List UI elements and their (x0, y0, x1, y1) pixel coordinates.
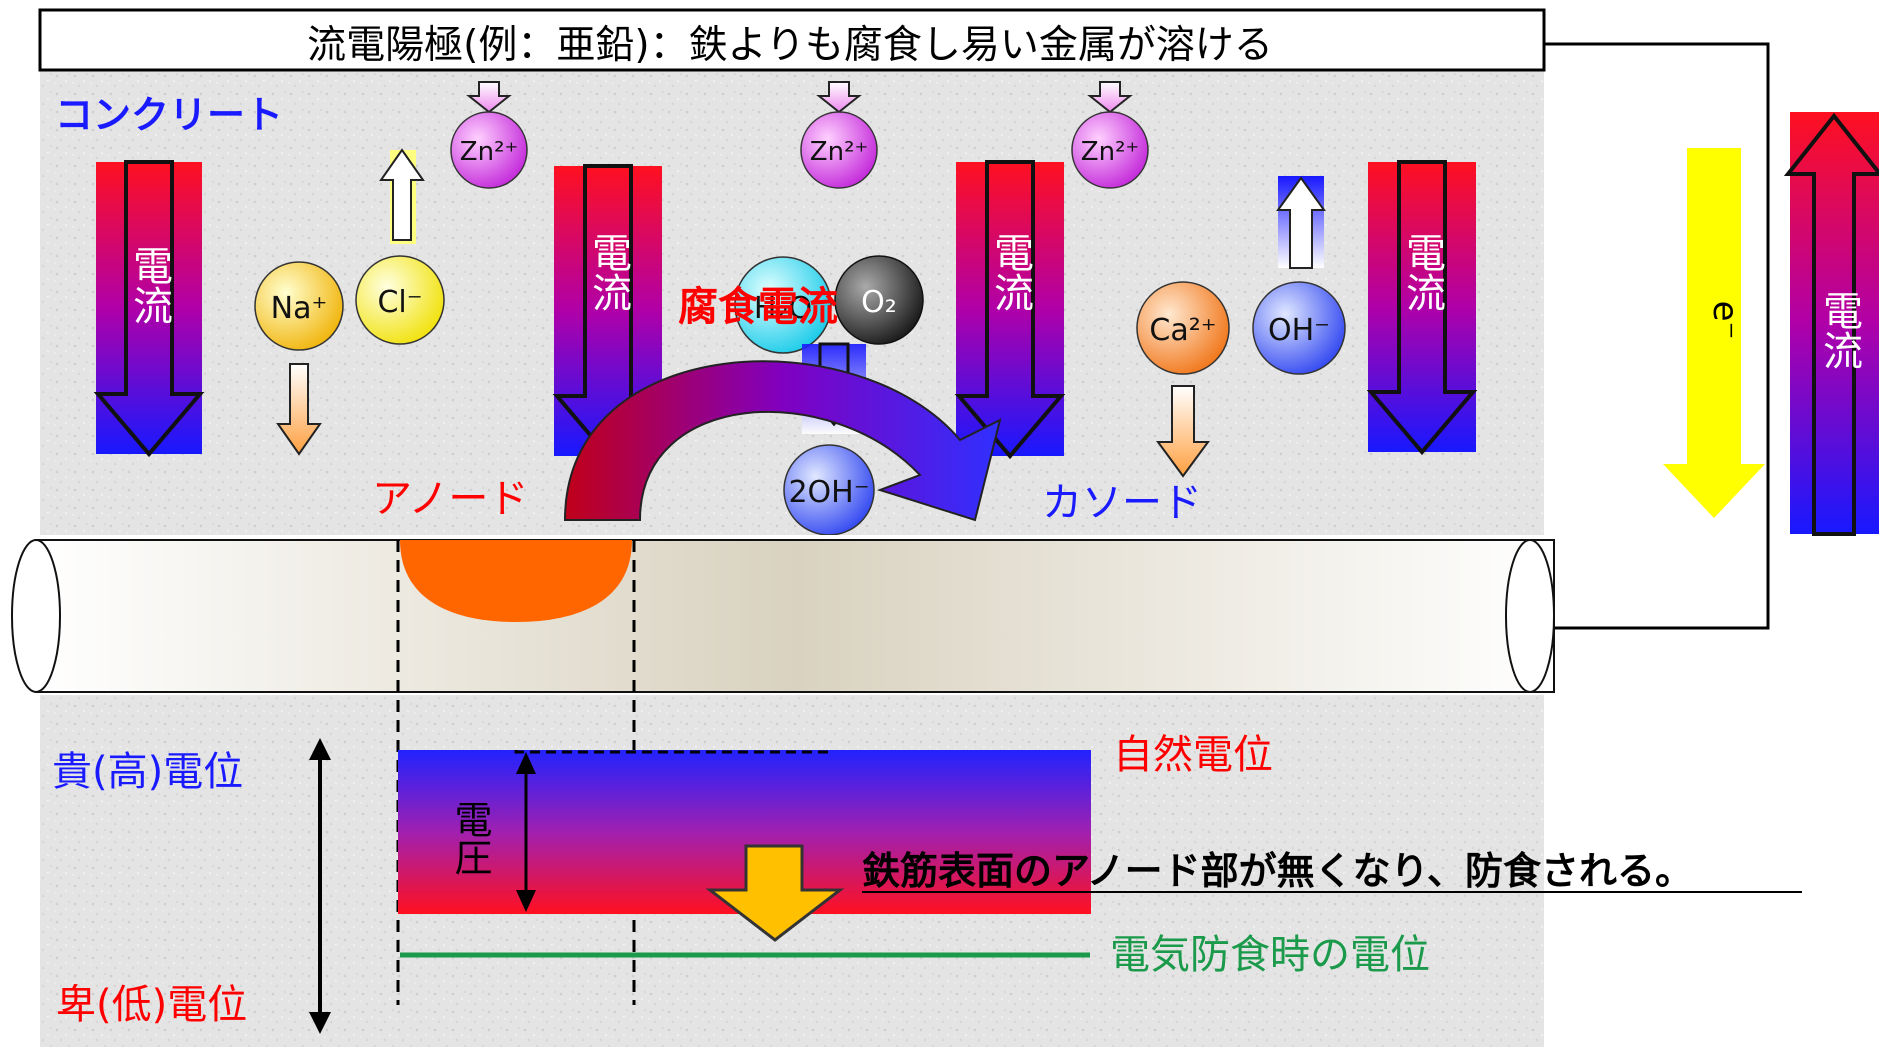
conclusion-text: 鉄筋表面のアノード部が無くなり、防食される。 (862, 849, 1693, 893)
svg-text:Cl⁻: Cl⁻ (377, 285, 422, 320)
anode-label: アノード (372, 476, 528, 522)
noble-potential-label: 貴(高)電位 (52, 749, 243, 795)
current-label-2: 電流 (585, 232, 631, 312)
corrosion-current-label: 腐食電流 (678, 284, 838, 330)
zn-ion-2: Zn²⁺ (800, 81, 878, 189)
zn-ion-1: Zn²⁺ (450, 81, 528, 189)
current-arrow-2: 電流 (552, 164, 664, 460)
protection-potential-label: 電気防食時の電位 (1110, 932, 1430, 978)
oh-ion: OH⁻ (1252, 176, 1346, 375)
potential-axis-arrow (309, 738, 331, 1034)
potential-shift-arrow (705, 844, 845, 942)
na-ion: Na⁺ (254, 261, 344, 456)
voltage-arrow (516, 752, 536, 912)
zn-ion-3: Zn²⁺ (1071, 81, 1149, 189)
svg-text:H₂O: H₂O (754, 291, 812, 326)
natural-potential-line (514, 750, 834, 754)
o2-molecule: O₂ (834, 255, 924, 345)
page-title: 流電陽極(例：亜鉛)：鉄よりも腐食し易い金属が溶ける (307, 23, 1273, 68)
h2o-molecule: H₂O (734, 256, 832, 354)
anode-corrosion-pit (400, 540, 632, 622)
current-arrow-1: 電流 (93, 160, 205, 458)
cathode-label: カソード (1042, 480, 1202, 526)
svg-text:Zn²⁺: Zn²⁺ (1081, 137, 1139, 167)
svg-text:O₂: O₂ (861, 285, 897, 320)
title-box (38, 8, 1546, 72)
cl-ion: Cl⁻ (355, 148, 445, 345)
current-arrow-3: 電流 (954, 160, 1066, 460)
electron-arrow: e⁻ (1663, 148, 1765, 518)
current-arrow-4: 電流 (1366, 160, 1478, 456)
current-label-1-a: 電流 (126, 245, 172, 325)
current-arrow-external: 電流 (1783, 112, 1879, 536)
svg-text:2OH⁻: 2OH⁻ (788, 475, 869, 510)
svg-text:Zn²⁺: Zn²⁺ (810, 137, 868, 167)
corrosion-current-arrow (563, 360, 1002, 522)
svg-text:OH⁻: OH⁻ (1268, 313, 1330, 348)
concrete-label: コンクリート (55, 93, 283, 137)
natural-potential-label: 自然電位 (1113, 732, 1273, 778)
svg-text:Zn²⁺: Zn²⁺ (460, 137, 518, 167)
electron-label: e⁻ (1705, 301, 1745, 340)
oh-product: 2OH⁻ (783, 444, 875, 536)
ca-ion: Ca²⁺ (1136, 281, 1230, 478)
base-potential-label: 卑(低)電位 (56, 982, 247, 1028)
external-circuit-wire (1544, 42, 1770, 630)
rebar (10, 535, 1555, 695)
voltage-label: 電圧 (448, 800, 492, 876)
svg-text:Ca²⁺: Ca²⁺ (1149, 313, 1216, 348)
current-label-4: 電流 (1399, 232, 1445, 312)
svg-text:Na⁺: Na⁺ (271, 291, 328, 326)
current-label-3: 電流 (987, 232, 1033, 312)
current-label-external: 電流 (1816, 290, 1862, 370)
